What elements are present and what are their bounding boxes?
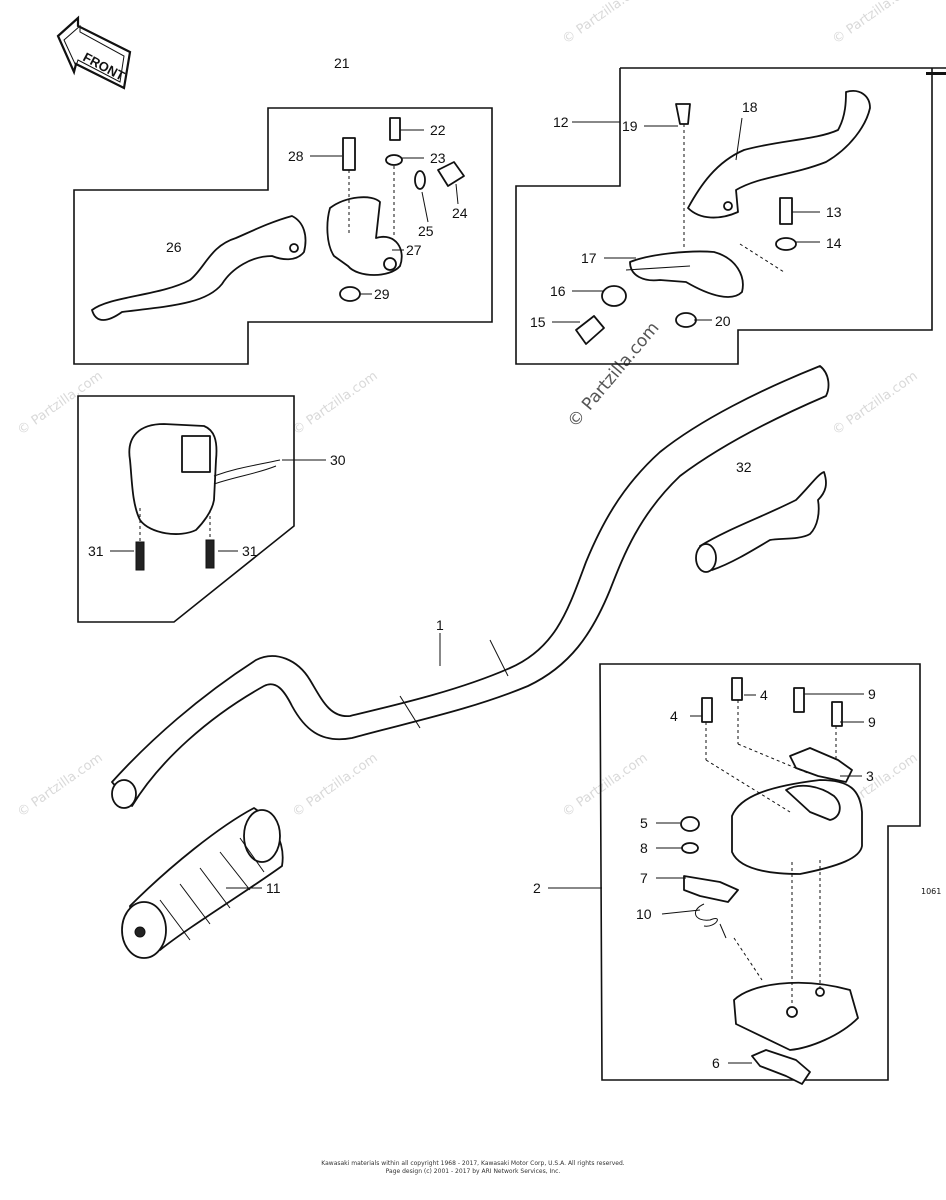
- brake-lever-part: [687, 90, 871, 219]
- callout-31-left: 31: [88, 543, 104, 559]
- copyright-line-2: Page design (c) 2001 - 2017 by ARI Netwo…: [385, 1168, 561, 1175]
- callout-23: 23: [430, 150, 446, 166]
- callout-11: 11: [266, 880, 281, 896]
- callout-16: 16: [550, 283, 566, 299]
- throttle-case-part: [680, 677, 863, 1085]
- front-arrow-icon: FRONT: [56, 15, 132, 90]
- callout-27: 27: [406, 242, 422, 258]
- group-outline-30: [77, 395, 295, 623]
- callout-15: 15: [530, 314, 546, 330]
- callout-25: 25: [418, 223, 434, 239]
- lever-holder-part: [326, 117, 465, 302]
- handlebar-part: [111, 365, 830, 809]
- edge-mark: [926, 72, 946, 75]
- callout-8: 8: [640, 840, 648, 856]
- master-cylinder-holder-part: [575, 103, 797, 345]
- callout-2: 2: [533, 880, 541, 896]
- clutch-lever-part: [91, 215, 307, 321]
- callout-31-right: 31: [242, 543, 258, 559]
- grip-part: [121, 807, 284, 959]
- callout-4-right: 4: [760, 687, 768, 703]
- callout-22: 22: [430, 122, 446, 138]
- callout-26: 26: [166, 239, 182, 255]
- callout-4-left: 4: [670, 708, 678, 724]
- callout-28: 28: [288, 148, 304, 164]
- callout-30: 30: [330, 452, 346, 468]
- callout-12: 12: [553, 114, 569, 130]
- callout-13: 13: [826, 204, 842, 220]
- leader-lines: [110, 117, 864, 1064]
- group-outline-21: [73, 107, 493, 365]
- switch-housing-part: [128, 423, 281, 571]
- copyright-line-1: Kawasaki materials within all copyright …: [321, 1160, 625, 1167]
- callout-29: 29: [374, 286, 390, 302]
- callout-3: 3: [866, 768, 874, 784]
- throttle-sleeve-part: [695, 471, 827, 573]
- callout-9-bottom: 9: [868, 714, 876, 730]
- callout-17: 17: [581, 250, 597, 266]
- callout-5: 5: [640, 815, 648, 831]
- callout-1: 1: [436, 617, 444, 633]
- callout-14: 14: [826, 235, 842, 251]
- callout-20: 20: [715, 313, 731, 329]
- callout-19: 19: [622, 118, 638, 134]
- callout-6: 6: [712, 1055, 720, 1071]
- callout-labels: 21 12 19 18 13 14 17 16 15 20 28 22 23 2…: [88, 55, 876, 1071]
- callout-21: 21: [334, 55, 350, 71]
- callout-10: 10: [636, 906, 652, 922]
- callout-9-top: 9: [868, 686, 876, 702]
- group-outline-12: [515, 67, 946, 365]
- callout-7: 7: [640, 870, 648, 886]
- callout-24: 24: [452, 205, 468, 221]
- group-outline-2: [599, 663, 921, 1081]
- callout-18: 18: [742, 99, 758, 115]
- callout-32: 32: [736, 459, 752, 475]
- diagram-code: 1061: [921, 887, 942, 896]
